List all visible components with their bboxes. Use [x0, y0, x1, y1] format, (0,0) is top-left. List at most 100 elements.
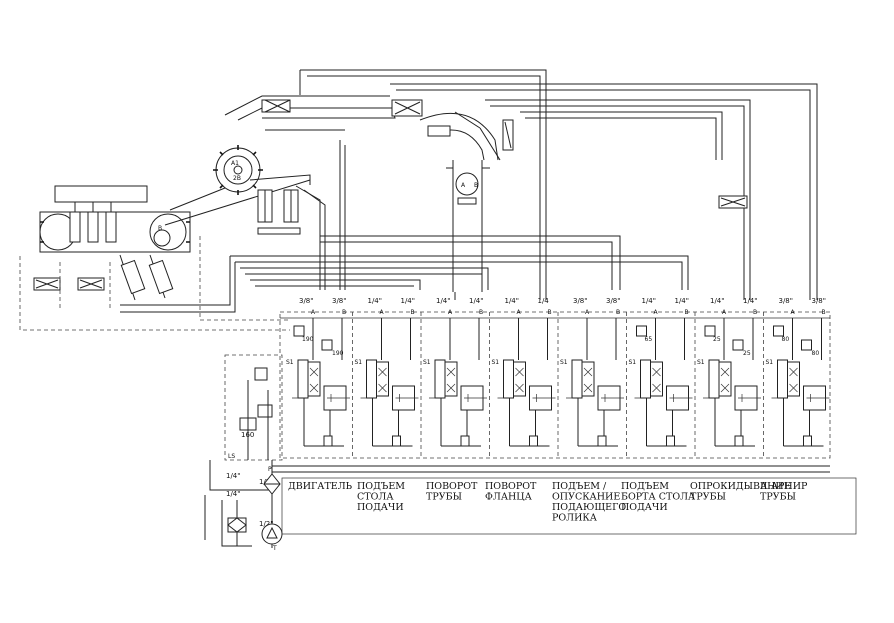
- port-a-letter: A: [311, 309, 316, 316]
- spool-valve: [650, 361, 663, 397]
- spool-actuator: [571, 359, 583, 399]
- function-label-line: ПОДЪЕМ: [621, 481, 669, 492]
- function-label-line: СТОЛА: [357, 492, 394, 503]
- function-label-line: ТРУБЫ: [426, 492, 462, 503]
- relief-a-value: 80: [782, 336, 790, 343]
- port-b-letter: B: [548, 309, 552, 316]
- spool-actuator: [434, 359, 446, 399]
- function-label-line: ПОДАЮЩЕГО: [552, 502, 626, 513]
- upper-sprocket: A1 2B: [213, 145, 263, 195]
- solenoid-code: S1: [286, 359, 294, 366]
- relief-valve-b: [801, 339, 812, 351]
- spool-actuator: [708, 359, 720, 399]
- feed-table-top: [54, 185, 148, 203]
- spool-actuator: [640, 359, 651, 399]
- spool-actuator: [503, 359, 514, 399]
- function-label-line: ДВИГАТЕЛЬ: [288, 481, 353, 492]
- port-b-size: 3/8": [332, 297, 347, 305]
- solenoid-code: S1: [355, 359, 363, 366]
- port-b-size: 3/8": [812, 297, 827, 305]
- check-valve: [803, 435, 812, 447]
- port-b-size: 1/4": [401, 297, 416, 305]
- function-label-line: ФЛАНЦА: [485, 492, 533, 503]
- function-label-line: БОРТА СТОЛА: [621, 492, 696, 503]
- function-label-line: ОПУСКАНИЕ: [552, 492, 620, 503]
- work-port-lines: [312, 318, 343, 360]
- valve-section: 1/4" 1/4" A B S1: [352, 297, 419, 458]
- work-port-lines: [518, 318, 548, 360]
- solenoid-code: S1: [766, 359, 774, 366]
- port-b-letter: B: [479, 309, 483, 316]
- relief-valve-a: [636, 325, 647, 337]
- port-b-size: 1/4: [538, 297, 550, 305]
- relief-a-value: 190: [302, 336, 314, 343]
- svg-text:LS: LS: [228, 453, 235, 460]
- port-a-size: 3/8": [573, 297, 588, 305]
- chute-motor: [455, 172, 479, 196]
- port-a-size: 3/8": [299, 297, 314, 305]
- relief-valve-b: [732, 339, 744, 351]
- port-a-size: 1/4": [368, 297, 383, 305]
- relief-b-value: 190: [332, 350, 344, 357]
- relief-a-value: 65: [645, 336, 653, 343]
- port-a-size: 3/8": [779, 297, 794, 305]
- chute-cylinder: [427, 125, 451, 137]
- work-port-lines: [449, 318, 480, 360]
- function-label-line: ПОВОРОТ: [426, 481, 478, 492]
- function-label-line: ТРУБЫ: [760, 492, 796, 503]
- relief-valve-a: [293, 325, 305, 337]
- svg-text:P: P: [268, 466, 272, 473]
- svg-text:T: T: [272, 545, 277, 552]
- work-port-lines: [586, 318, 617, 360]
- port-a-size: 1/4": [505, 297, 520, 305]
- svg-text:A1: A1: [231, 160, 239, 167]
- function-label-line: ПОДЪЕМ: [357, 481, 405, 492]
- spool-valve: [787, 361, 800, 397]
- relief-b-value: 80: [812, 350, 820, 357]
- function-label-line: ПОВОРОТ: [485, 481, 537, 492]
- function-label-line: ШАРНИР: [760, 481, 808, 492]
- relief-valve-a: [704, 325, 716, 337]
- port-a-letter: A: [791, 309, 796, 316]
- port-a-size: 1/4": [642, 297, 657, 305]
- function-label-line: ПОДЪЕМ /: [552, 481, 607, 492]
- check-valve: [460, 435, 470, 447]
- relief-b-value: 25: [743, 350, 751, 357]
- port-b-letter: B: [616, 309, 620, 316]
- relief-a-value: 25: [713, 336, 721, 343]
- port-b-letter: B: [822, 309, 826, 316]
- solenoid-code: S1: [697, 359, 705, 366]
- port-a-letter: A: [654, 309, 659, 316]
- spool-valve: [718, 361, 732, 397]
- spool-actuator: [366, 359, 377, 399]
- svg-text:1/2": 1/2": [259, 520, 274, 528]
- svg-text:A: A: [461, 182, 466, 189]
- svg-text:B: B: [158, 225, 162, 232]
- spool-valve: [513, 361, 526, 397]
- check-valve: [666, 435, 675, 447]
- svg-text:1/4": 1/4": [226, 490, 241, 498]
- spool-valve: [307, 361, 321, 397]
- function-label-table: [281, 477, 857, 535]
- port-b-letter: B: [685, 309, 689, 316]
- function-label-line: ПОДАЧИ: [357, 502, 404, 513]
- solenoid-code: S1: [423, 359, 431, 366]
- relief-valve-b: [321, 339, 333, 351]
- port-b-size: 1/4": [675, 297, 690, 305]
- port-a-size: 1/4": [436, 297, 451, 305]
- port-a-letter: A: [722, 309, 727, 316]
- port-b-letter: B: [411, 309, 415, 316]
- solenoid-code: S1: [560, 359, 568, 366]
- port-b-letter: B: [342, 309, 346, 316]
- port-b-size: 1/4": [469, 297, 484, 305]
- port-b-size: 3/8": [606, 297, 621, 305]
- port-a-letter: A: [448, 309, 453, 316]
- port-a-letter: A: [380, 309, 385, 316]
- solenoid-code: S1: [492, 359, 500, 366]
- function-label-line: ОПРОКИДЫВАНИЕ: [690, 481, 791, 492]
